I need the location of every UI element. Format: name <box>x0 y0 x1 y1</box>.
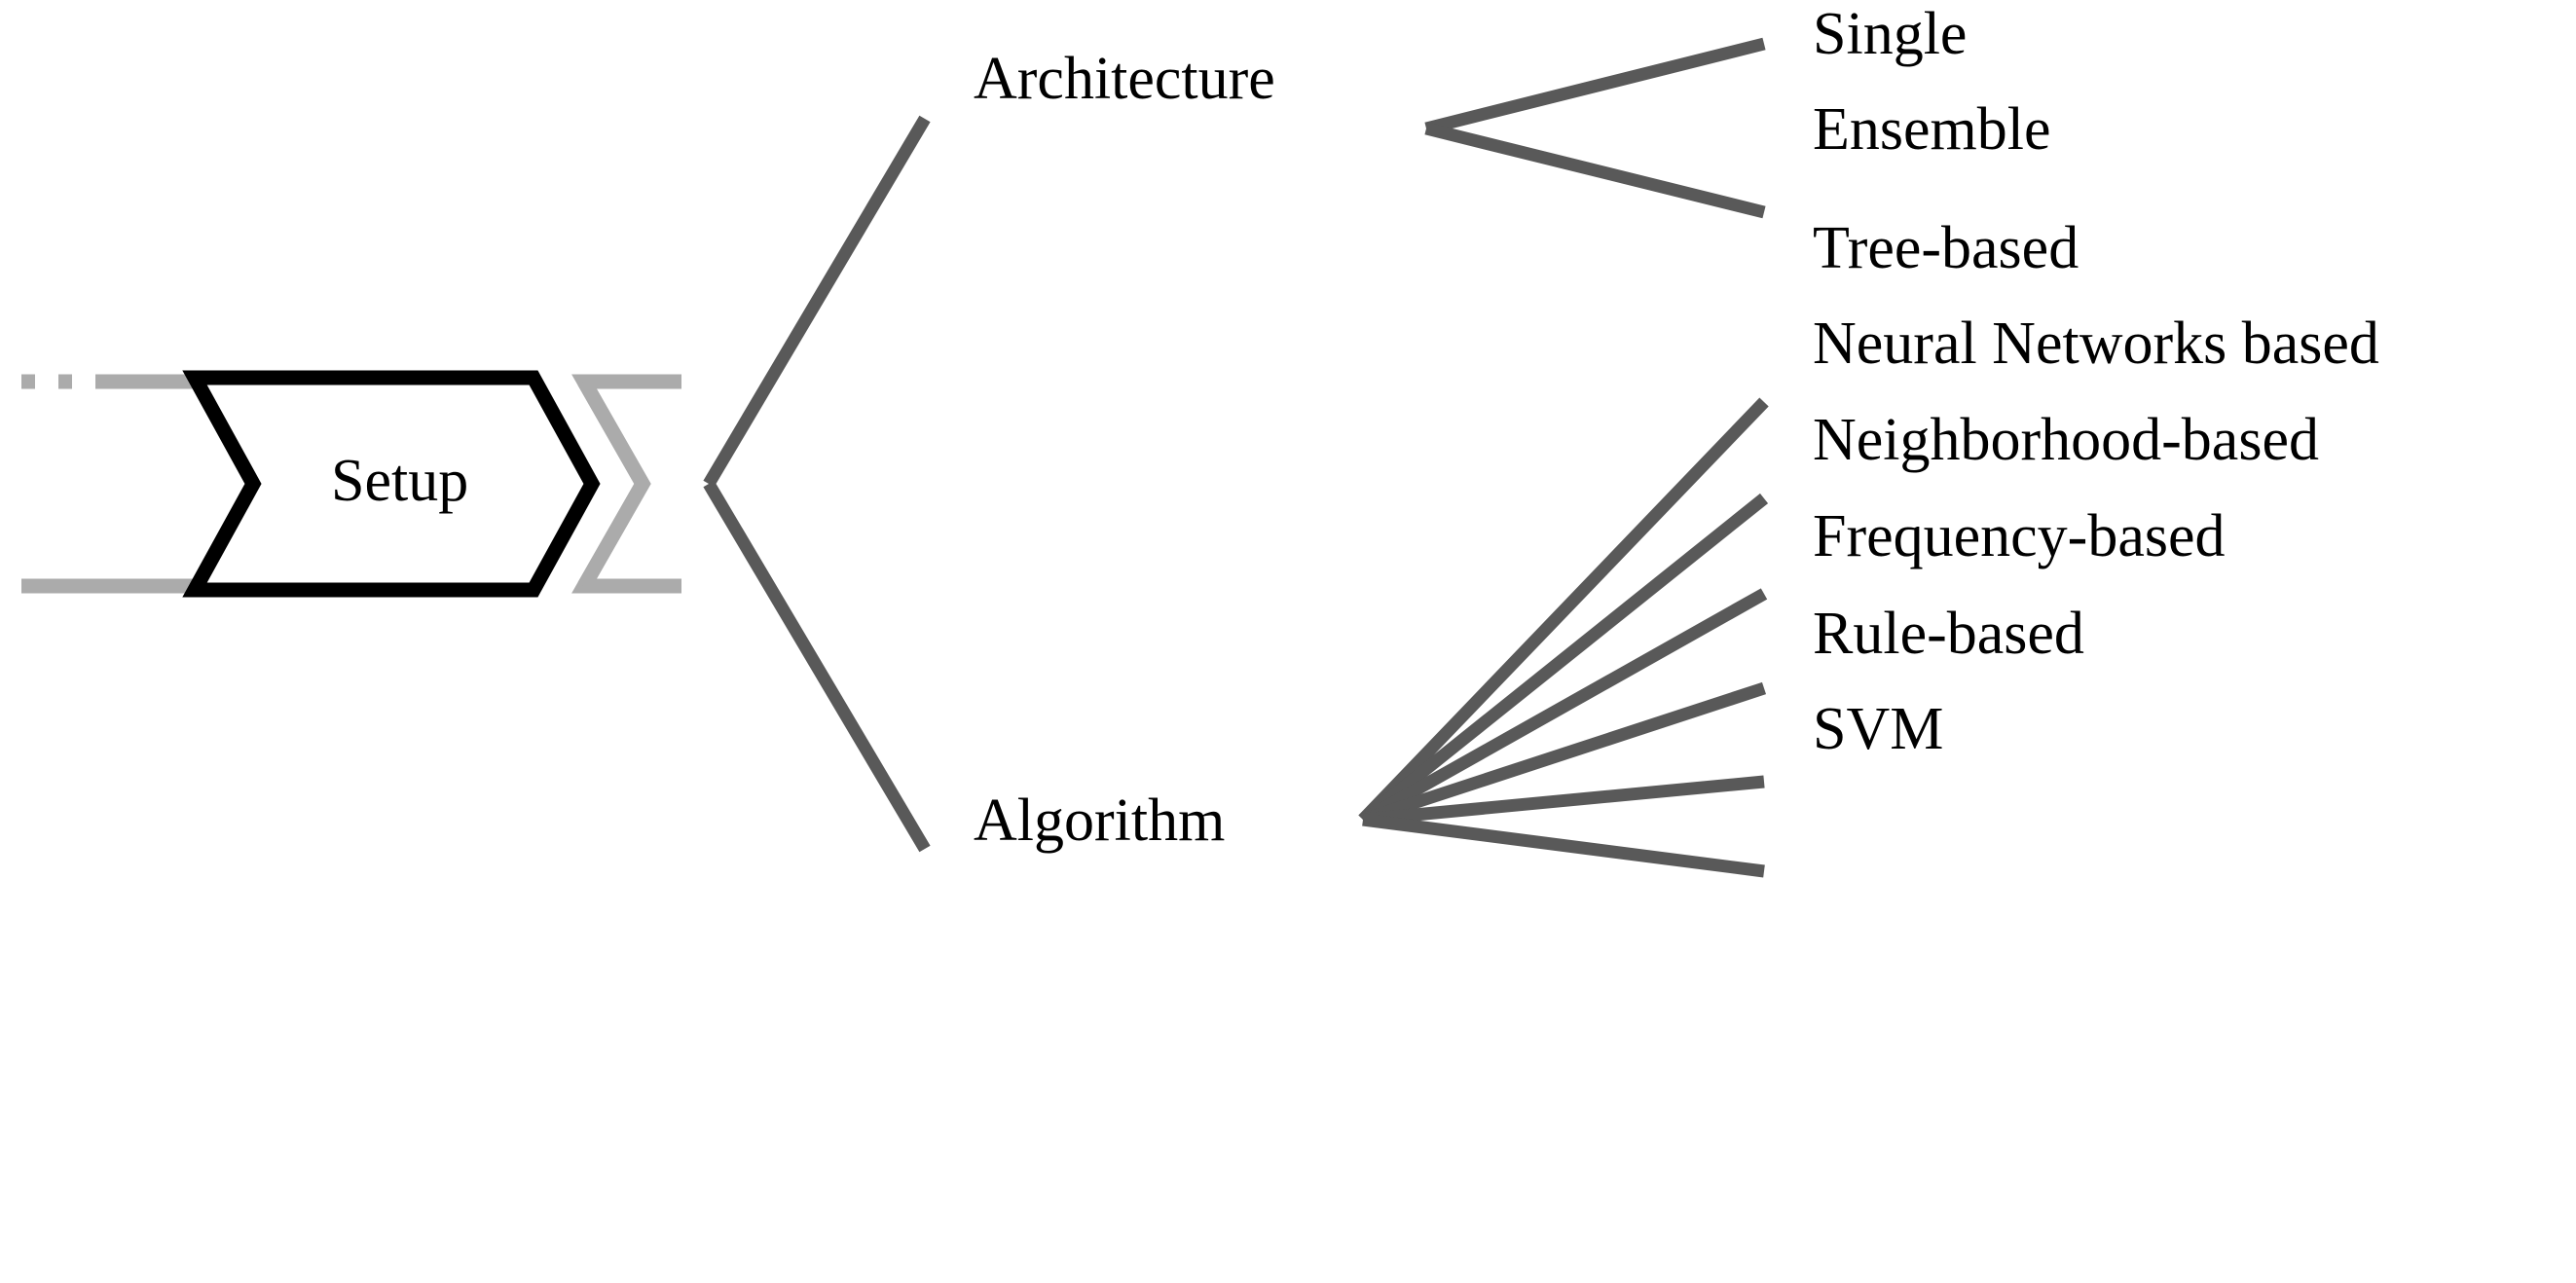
branch-label-algorithm[interactable]: Algorithm <box>974 788 1226 854</box>
connector-algorithm-to-svm <box>1362 813 1765 878</box>
connector-architecture-to-single <box>1424 37 1766 135</box>
setup-chevron[interactable] <box>182 370 601 598</box>
connector-setup-to-algorithm <box>703 480 931 853</box>
connector-setup-to-architecture <box>703 115 931 488</box>
leaf-label-neural-networks-based[interactable]: Neural Networks based <box>1813 311 2379 377</box>
leaf-label-neighborhood-based[interactable]: Neighborhood-based <box>1813 407 2319 473</box>
leaf-label-single[interactable]: Single <box>1813 1 1968 67</box>
leaf-label-frequency-based[interactable]: Frequency-based <box>1813 503 2226 569</box>
connector-algorithm-to-neighborhood-based <box>1359 588 1768 825</box>
leaf-label-ensemble[interactable]: Ensemble <box>1813 96 2051 163</box>
connector-algorithm-to-tree-based <box>1358 397 1769 825</box>
connector-algorithm-to-neural-networks-based <box>1358 493 1769 825</box>
setup-node-label: Setup <box>331 448 469 514</box>
algorithm-connector-fan <box>1358 397 1769 878</box>
architecture-connector-fan <box>1424 37 1766 219</box>
root-connector-fan <box>703 115 931 853</box>
leaf-label-rule-based[interactable]: Rule-based <box>1813 601 2084 667</box>
connector-algorithm-to-rule-based <box>1362 775 1765 826</box>
leaf-label-tree-based[interactable]: Tree-based <box>1813 215 2079 281</box>
connector-architecture-to-ensemble <box>1424 122 1766 219</box>
connector-algorithm-to-frequency-based <box>1360 681 1767 826</box>
branch-label-architecture[interactable]: Architecture <box>974 46 1275 112</box>
leaf-label-svm[interactable]: SVM <box>1813 696 1944 762</box>
ghost-chevron-right <box>571 374 681 594</box>
